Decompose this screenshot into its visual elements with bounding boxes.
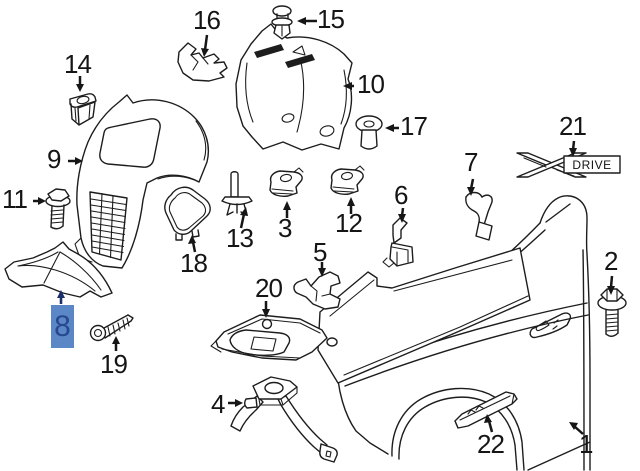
part-label-18[interactable]: 18: [180, 248, 208, 278]
part-label-5[interactable]: 5: [313, 237, 328, 267]
leader-arrows: [33, 17, 615, 435]
part-label-11[interactable]: 11: [2, 184, 28, 214]
arrow-6: [398, 207, 406, 223]
arrow-22: [484, 414, 494, 433]
part-label-14[interactable]: 14: [64, 49, 92, 79]
arrow-12: [347, 197, 355, 214]
part-2-bolt-drawing: [597, 288, 627, 337]
part-label-22[interactable]: 22: [477, 429, 505, 459]
part-17-rivet-drawing: [355, 115, 383, 150]
part-19-screw-drawing: [89, 314, 134, 342]
part-label-21[interactable]: 21: [559, 111, 587, 141]
part-9-liner-drawing: [74, 94, 210, 269]
part-label-9[interactable]: 9: [47, 144, 62, 174]
arrow-21: [569, 140, 577, 157]
arrow-15: [297, 17, 317, 25]
arrow-9: [68, 157, 83, 165]
arrow-7: [467, 178, 475, 196]
part-13-expansion-rivet-drawing: [221, 171, 253, 216]
arrow-18: [188, 235, 197, 253]
part-16-bracket-drawing: [177, 42, 228, 82]
arrow-3: [283, 201, 291, 218]
arrow-8-highlighted: [57, 290, 65, 304]
part-20-panel-drawing: [210, 314, 328, 361]
part-label-10[interactable]: 10: [357, 69, 385, 99]
part-label-13[interactable]: 13: [226, 223, 254, 253]
part-label-1[interactable]: 1: [579, 429, 594, 459]
arrow-20: [262, 301, 270, 318]
part-label-16[interactable]: 16: [193, 5, 221, 35]
part-5-bracket-drawing: [293, 271, 341, 310]
part-7-bracket-drawing: [465, 191, 493, 241]
part-label-20[interactable]: 20: [255, 273, 283, 303]
part-21-xdrive-badge-drawing: [516, 152, 621, 178]
part-label-8-highlighted[interactable]: 8: [51, 305, 74, 348]
part-label-17[interactable]: 17: [400, 111, 428, 141]
arrow-13: [239, 207, 248, 229]
arrow-17: [385, 124, 399, 132]
part-label-2[interactable]: 2: [604, 246, 619, 276]
fender-support-rail-drawing: [317, 247, 531, 384]
part-label-7[interactable]: 7: [464, 147, 479, 177]
arrow-19: [112, 336, 120, 351]
part-label-15[interactable]: 15: [317, 4, 345, 34]
arrow-14: [76, 76, 84, 92]
part-15-rivet-drawing: [271, 5, 293, 40]
part-label-4[interactable]: 4: [211, 389, 226, 419]
part-12-clip-drawing: [330, 165, 365, 195]
arrow-5: [318, 262, 326, 277]
drive-badge-box: [563, 155, 621, 174]
part-8-deflector-drawing: [4, 241, 113, 298]
part-label-6[interactable]: 6: [394, 180, 409, 210]
part-6-bracket-drawing: [382, 217, 414, 268]
arrow-10: [343, 82, 354, 90]
part-label-3[interactable]: 3: [278, 213, 293, 243]
arrow-16: [201, 34, 209, 57]
part-label-12[interactable]: 12: [335, 208, 363, 238]
part-18-cover-drawing: [164, 186, 211, 241]
part-3-clip-drawing: [269, 167, 304, 197]
arrow-1: [569, 422, 584, 435]
part-14-expansion-nut-drawing: [69, 93, 97, 126]
part-10-liner-drawing: [235, 23, 353, 151]
arrow-2: [607, 275, 615, 295]
part-4-bracket-drawing: [230, 376, 338, 463]
part-11-bolt-drawing: [45, 188, 71, 230]
arrow-11: [33, 197, 46, 205]
part-label-19[interactable]: 19: [100, 349, 128, 379]
arrow-4: [228, 399, 243, 407]
drive-badge-text: DRIVE: [572, 158, 612, 172]
part-22-molding-drawing: [454, 391, 518, 429]
